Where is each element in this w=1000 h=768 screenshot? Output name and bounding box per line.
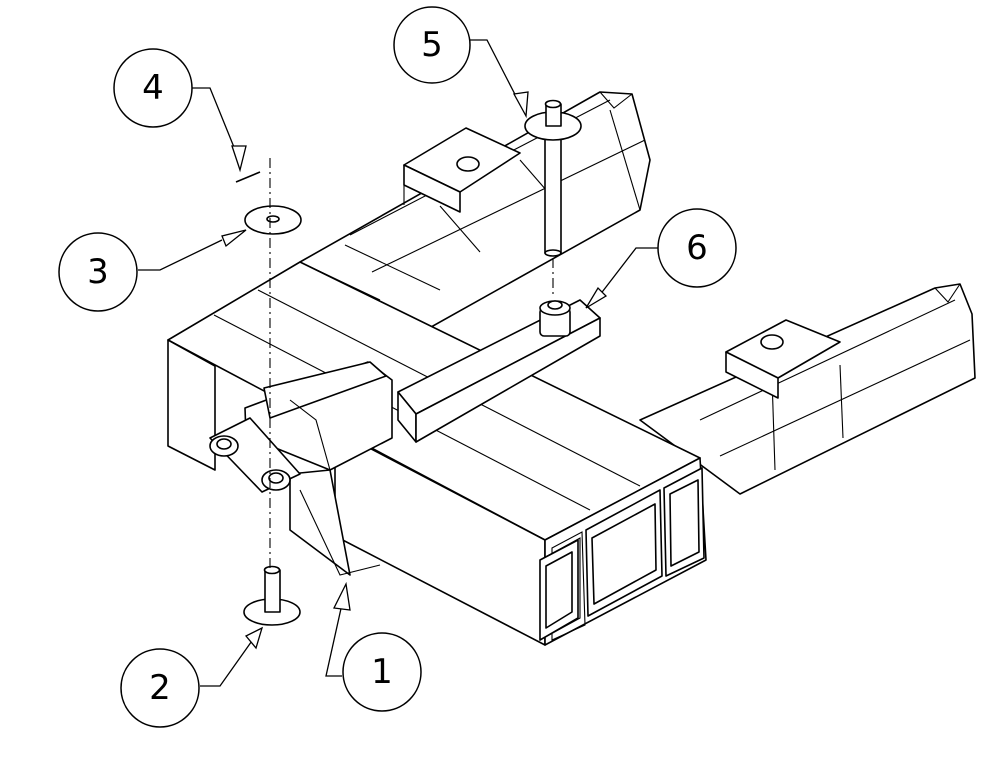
callout-2: 2 bbox=[120, 648, 200, 728]
callout-5-label: 5 bbox=[421, 25, 443, 65]
part-2-pin bbox=[243, 565, 301, 626]
callout-3: 3 bbox=[58, 232, 138, 312]
callout-4-label: 4 bbox=[142, 68, 164, 108]
upper-mount-bracket bbox=[403, 127, 521, 213]
callout-6: 6 bbox=[657, 208, 737, 288]
callout-4: 4 bbox=[113, 48, 193, 128]
lower-mount-bracket bbox=[725, 319, 841, 399]
callout-1: 1 bbox=[342, 632, 422, 712]
lower-rail bbox=[639, 283, 976, 495]
leader-4 bbox=[192, 87, 247, 173]
part-5-pin bbox=[524, 99, 582, 257]
leader-6 bbox=[585, 247, 658, 309]
leader-3 bbox=[138, 229, 247, 271]
callout-6-label: 6 bbox=[686, 228, 708, 268]
part-3-washer bbox=[244, 205, 302, 235]
leader-2 bbox=[200, 626, 264, 687]
leader-1 bbox=[325, 581, 351, 677]
callout-5: 5 bbox=[393, 6, 471, 84]
part-6-strap-plate bbox=[397, 299, 601, 443]
callout-3-label: 3 bbox=[87, 252, 109, 292]
callout-1-label: 1 bbox=[371, 652, 393, 692]
part-4-clip bbox=[235, 171, 261, 183]
leader-5 bbox=[462, 39, 529, 119]
callout-2-label: 2 bbox=[149, 668, 171, 708]
part-1-hitch-bracket bbox=[209, 361, 393, 576]
